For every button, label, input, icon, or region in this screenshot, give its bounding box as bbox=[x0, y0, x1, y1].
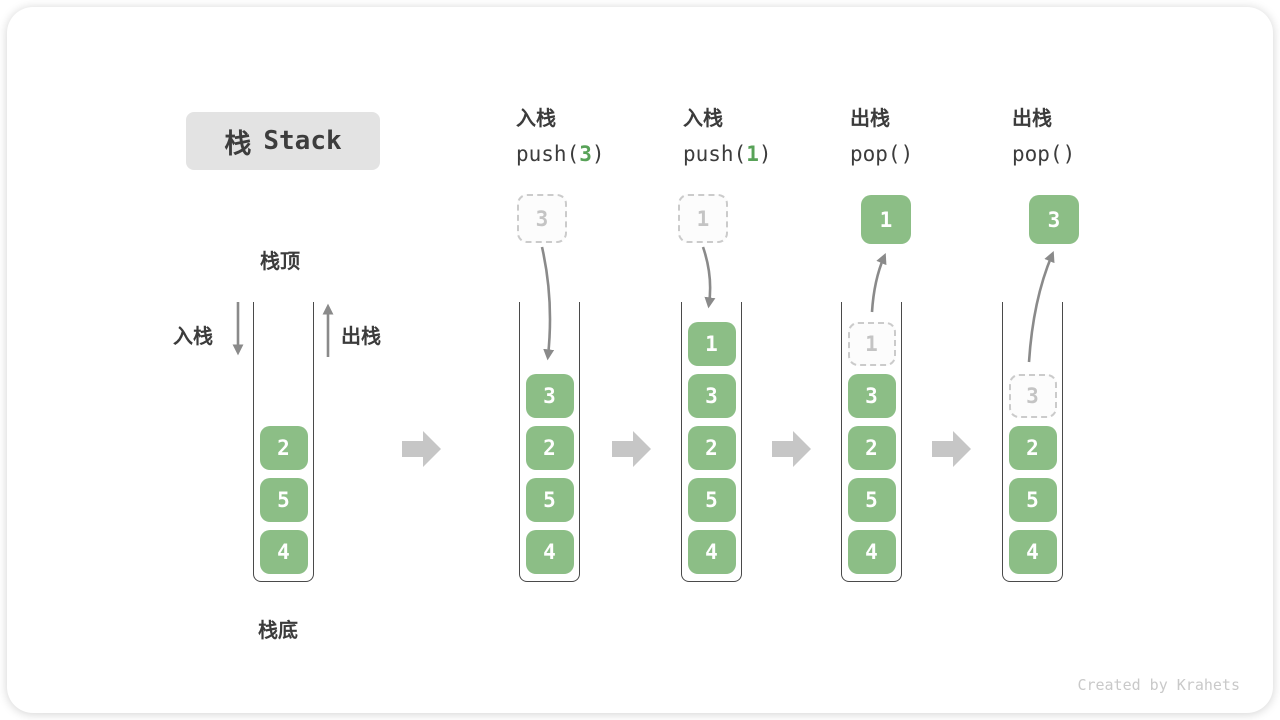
op-action-label: 出栈 bbox=[1012, 108, 1052, 130]
title-en: Stack bbox=[263, 126, 342, 156]
op-code: pop() bbox=[1012, 142, 1076, 166]
popped-value-box: 1 bbox=[861, 195, 911, 244]
stack-well-after-pop-1: 1 3 2 5 4 bbox=[841, 302, 902, 582]
ghost-cell: 3 bbox=[1008, 374, 1057, 418]
stack-cell: 5 bbox=[259, 478, 308, 522]
stack-cell: 3 bbox=[847, 374, 896, 418]
op-pop-3: 出栈 pop() bbox=[1012, 106, 1172, 167]
op-code: push(1) bbox=[683, 142, 772, 166]
stack-cell: 4 bbox=[259, 530, 308, 574]
op-pop-1: 出栈 pop() bbox=[850, 106, 1010, 167]
stack-well-initial: 2 5 4 bbox=[253, 302, 314, 582]
op-push-3: 入栈 push(3) bbox=[516, 106, 676, 167]
label-stack-bottom: 栈底 bbox=[258, 620, 298, 642]
label-push: 入栈 bbox=[173, 326, 213, 348]
stack-cell: 4 bbox=[1008, 530, 1057, 574]
op-action-label: 出栈 bbox=[850, 108, 890, 130]
stack-cell: 2 bbox=[1008, 426, 1057, 470]
stack-cell: 5 bbox=[847, 478, 896, 522]
stack-cell: 5 bbox=[687, 478, 736, 522]
ghost-cell: 1 bbox=[847, 322, 896, 366]
stack-cell: 4 bbox=[687, 530, 736, 574]
op-action-label: 入栈 bbox=[683, 108, 723, 130]
stack-cell: 5 bbox=[525, 478, 574, 522]
stack-well-after-push-3: 3 2 5 4 bbox=[519, 302, 580, 582]
stack-cell: 1 bbox=[687, 322, 736, 366]
stack-cell: 3 bbox=[525, 374, 574, 418]
incoming-ghost-box: 3 bbox=[517, 194, 567, 243]
label-stack-top: 栈顶 bbox=[260, 251, 300, 273]
stack-cell: 4 bbox=[847, 530, 896, 574]
op-code: push(3) bbox=[516, 142, 605, 166]
stack-well-after-pop-3: 3 2 5 4 bbox=[1002, 302, 1063, 582]
title-badge: 栈 Stack bbox=[186, 112, 380, 170]
title-zh: 栈 bbox=[224, 128, 252, 159]
stack-cell: 2 bbox=[847, 426, 896, 470]
popped-value-box: 3 bbox=[1029, 195, 1079, 244]
watermark: Created by Krahets bbox=[1077, 676, 1240, 694]
stack-cell: 2 bbox=[259, 426, 308, 470]
stack-well-after-push-1: 1 3 2 5 4 bbox=[681, 302, 742, 582]
op-code: pop() bbox=[850, 142, 914, 166]
stack-cell: 2 bbox=[525, 426, 574, 470]
stack-cell: 4 bbox=[525, 530, 574, 574]
label-pop: 出栈 bbox=[341, 326, 381, 348]
stack-cell: 2 bbox=[687, 426, 736, 470]
incoming-ghost-box: 1 bbox=[678, 194, 728, 243]
stack-cell: 5 bbox=[1008, 478, 1057, 522]
op-action-label: 入栈 bbox=[516, 108, 556, 130]
op-push-1: 入栈 push(1) bbox=[683, 106, 843, 167]
stack-cell: 3 bbox=[687, 374, 736, 418]
